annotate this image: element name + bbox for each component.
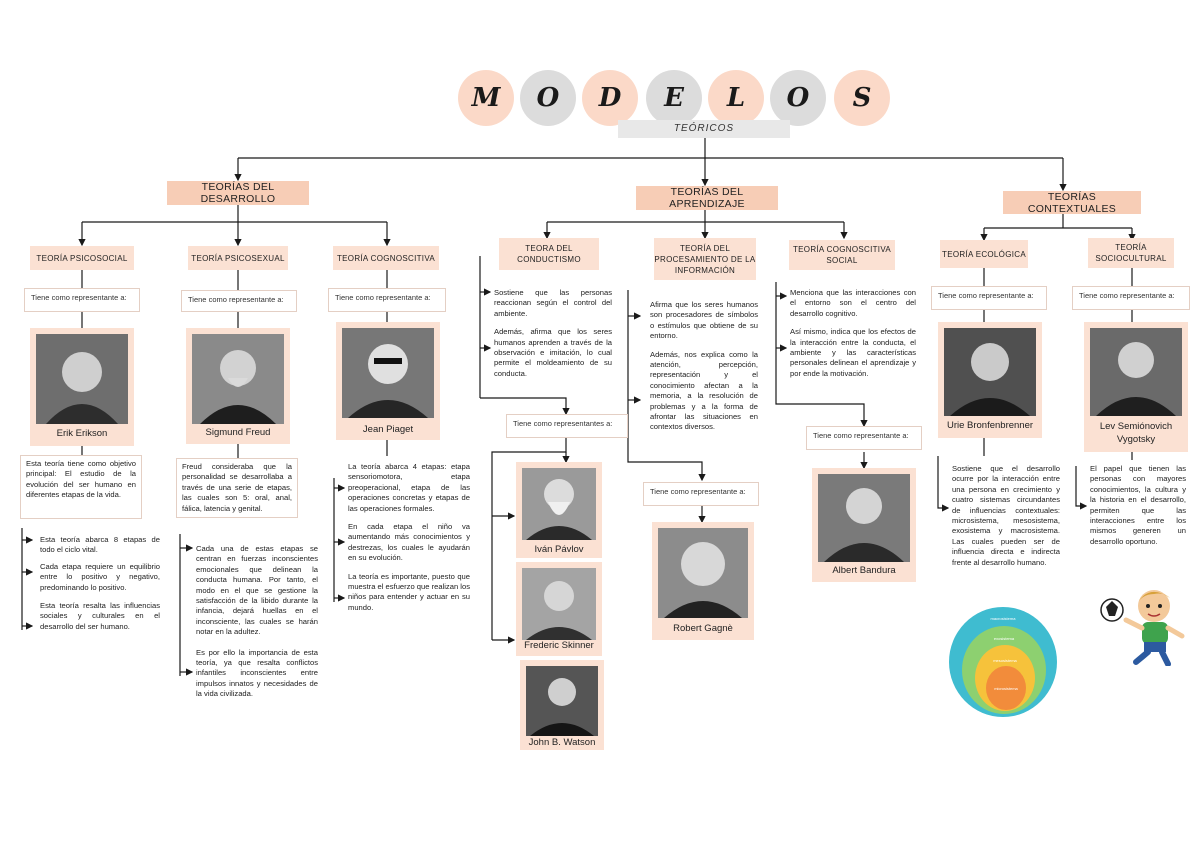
photo-card-skinner: Frederic Skinner bbox=[516, 562, 602, 656]
portrait-vygotsky bbox=[1090, 328, 1182, 416]
name-pavlov: Iván Pávlov bbox=[534, 544, 584, 555]
portrait-erikson bbox=[36, 334, 128, 424]
subtitle: TEÓRICOS bbox=[618, 120, 790, 138]
category-contextuales: TEORÍAS CONTEXTUALES bbox=[1003, 191, 1141, 215]
portrait-piaget bbox=[342, 328, 434, 418]
title-letter-s: S bbox=[834, 70, 890, 126]
name-gagne: Robert Gagnè bbox=[673, 623, 733, 634]
theory-cog-social-line1: TEORÍA COGNOSCITIVA bbox=[792, 245, 891, 254]
name-skinner: Frederic Skinner bbox=[524, 640, 594, 651]
name-piaget: Jean Piaget bbox=[362, 424, 414, 435]
title-letter-d: D bbox=[582, 70, 638, 126]
theory-conductismo-line1: TEORA DEL bbox=[525, 244, 573, 253]
portrait-gagne bbox=[658, 528, 748, 618]
rep-label-psicosocial: Tiene como representante a: bbox=[24, 288, 140, 312]
text-conductismo-b2: Además, afirma que los seres humanos apr… bbox=[494, 327, 612, 378]
text-ecologica: Sostiene que el desarrollo ocurre por la… bbox=[952, 464, 1060, 567]
name-vygotsky-line1: Lev Semiónovich bbox=[1099, 421, 1173, 432]
theory-procesamiento-line1: TEORÍA DEL bbox=[679, 243, 731, 253]
title-letter-l: L bbox=[708, 70, 764, 126]
photo-card-bronfenbrenner: Urie Bronfenbrenner bbox=[938, 322, 1042, 438]
name-bronfenbrenner: Urie Bronfenbrenner bbox=[946, 420, 1034, 431]
theory-psicosexual: TEORÍA PSICOSEXUAL bbox=[188, 246, 288, 270]
text-cog-social-b1: Menciona que las interacciones con el en… bbox=[790, 288, 916, 318]
text-freud-b1: Cada una de estas etapas se centran en f… bbox=[196, 544, 318, 637]
photo-card-gagne: Robert Gagnè bbox=[652, 522, 754, 640]
rep-label-conductismo: Tiene como representantes a: bbox=[506, 414, 628, 438]
text-erikson-b3: Esta teoría resalta las influencias soci… bbox=[40, 601, 160, 631]
portrait-pavlov bbox=[522, 468, 596, 540]
text-erikson-b2: Cada etapa requiere un equilibrio entre … bbox=[40, 561, 160, 592]
theory-procesamiento: TEORÍA DEL PROCESAMIENTO DE LA INFORMACI… bbox=[654, 238, 756, 280]
text-cog-social-bullets: Menciona que las interacciones con el en… bbox=[790, 288, 916, 384]
text-piaget-b2: En cada etapa el niño va aumentando más … bbox=[348, 522, 470, 563]
name-watson: John B. Watson bbox=[528, 737, 596, 748]
theory-procesamiento-line3: INFORMACIÓN bbox=[674, 265, 736, 275]
theory-cog-social: TEORÍA COGNOSCITIVA SOCIAL bbox=[789, 240, 895, 270]
text-procesamiento-b2: Además, nos explica como la atención, pe… bbox=[650, 349, 758, 432]
portrait-watson bbox=[526, 666, 598, 736]
photo-card-watson: John B. Watson bbox=[520, 660, 604, 750]
text-procesamiento-bullets: Afirma que los seres humanos son procesa… bbox=[650, 300, 758, 438]
title-letter-e: E bbox=[646, 70, 702, 126]
rep-label-psicosexual: Tiene como representante a: bbox=[181, 290, 297, 312]
kid-soccer-illustration bbox=[1100, 590, 1185, 666]
title-letter-m: M bbox=[458, 70, 514, 126]
photo-card-erikson: Erik Erikson bbox=[30, 328, 134, 446]
name-vygotsky: Lev Semiónovich Vygotsky bbox=[1084, 420, 1188, 446]
portrait-freud bbox=[192, 334, 284, 424]
rep-label-sociocultural: Tiene como representante a: bbox=[1072, 286, 1190, 310]
category-desarrollo: TEORÍAS DEL DESARROLLO bbox=[167, 181, 309, 205]
theory-conductismo-line2: CONDUCTISMO bbox=[517, 255, 581, 264]
ring-label-microsistema: microsistema bbox=[994, 686, 1018, 691]
theory-sociocultural: TEORÍA SOCIOCULTURAL bbox=[1088, 238, 1174, 268]
title-letter-o2: O bbox=[770, 70, 826, 126]
category-aprendizaje: TEORÍAS DEL APRENDIZAJE bbox=[636, 186, 778, 210]
theory-cog-social-line2: SOCIAL bbox=[826, 256, 858, 265]
portrait-skinner bbox=[522, 568, 596, 640]
photo-card-vygotsky: Lev Semiónovich Vygotsky bbox=[1084, 322, 1188, 452]
text-erikson-b1: Esta teoría abarca 8 etapas de todo el c… bbox=[40, 535, 160, 555]
rep-label-procesamiento: Tiene como representante a: bbox=[643, 482, 759, 506]
portrait-bronfenbrenner bbox=[944, 328, 1036, 416]
rep-label-cog-social: Tiene como representante a: bbox=[806, 426, 922, 450]
photo-card-piaget: Jean Piaget bbox=[336, 322, 440, 440]
text-psicosexual-bullets: Cada una de estas etapas se centran en f… bbox=[196, 544, 318, 705]
theory-conductismo: TEORA DEL CONDUCTISMO bbox=[499, 238, 599, 270]
text-cog-social-b2: Así mismo, indica que los efectos de la … bbox=[790, 327, 916, 378]
rep-label-ecologica: Tiene como representante a: bbox=[931, 286, 1047, 310]
ring-label-macrosistema: macrosistema bbox=[991, 616, 1017, 621]
theory-ecologica: TEORÍA ECOLÓGICA bbox=[940, 240, 1028, 268]
photo-card-bandura: Albert Bandura bbox=[812, 468, 916, 582]
theory-sociocultural-line2: SOCIOCULTURAL bbox=[1095, 254, 1167, 263]
text-psicosocial-bullets: Esta teoría abarca 8 etapas de todo el c… bbox=[40, 535, 160, 637]
portrait-bandura bbox=[818, 474, 910, 562]
photo-card-pavlov: Iván Pávlov bbox=[516, 462, 602, 558]
ring-label-exosistema: exosistema bbox=[994, 636, 1015, 641]
name-bandura: Albert Bandura bbox=[832, 565, 896, 576]
text-procesamiento-b1: Afirma que los seres humanos son procesa… bbox=[650, 300, 758, 341]
text-piaget-b1: La teoría abarca 4 etapas: etapa sensori… bbox=[348, 462, 470, 513]
text-freud-intro: Freud consideraba que la personalidad se… bbox=[176, 458, 298, 518]
text-erikson-intro: Esta teoría tiene como objetivo principa… bbox=[20, 455, 142, 519]
theory-sociocultural-line1: TEORÍA bbox=[1115, 243, 1147, 252]
theory-psicosocial: TEORÍA PSICOSOCIAL bbox=[30, 246, 134, 270]
name-vygotsky-line2: Vygotsky bbox=[1116, 434, 1156, 445]
text-freud-b2: Es por ello la importancia de esta teorí… bbox=[196, 647, 318, 699]
text-conductismo-bullets: Sostiene que las personas reaccionan seg… bbox=[494, 288, 612, 384]
text-piaget-b3: La teoría es importante, puesto que mues… bbox=[348, 571, 470, 612]
name-erikson: Erik Erikson bbox=[56, 428, 108, 439]
rep-label-cognoscitiva: Tiene como representante a: bbox=[328, 288, 446, 312]
theory-procesamiento-line2: PROCESAMIENTO DE LA bbox=[654, 254, 756, 264]
text-cognoscitiva-bullets: La teoría abarca 4 etapas: etapa sensori… bbox=[348, 462, 470, 618]
text-sociocultural: El papel que tienen las personas con may… bbox=[1090, 464, 1186, 546]
name-freud: Sigmund Freud bbox=[205, 427, 271, 438]
theory-cognoscitiva: TEORÍA COGNOSCITIVA bbox=[333, 246, 439, 270]
title-letter-o: O bbox=[520, 70, 576, 126]
ring-label-mesosistema: mesosistema bbox=[993, 658, 1017, 663]
ecological-systems-diagram: macrosistema exosistema mesosistema micr… bbox=[949, 607, 1057, 717]
text-conductismo-b1: Sostiene que las personas reaccionan seg… bbox=[494, 288, 612, 318]
photo-card-freud: Sigmund Freud bbox=[186, 328, 290, 444]
